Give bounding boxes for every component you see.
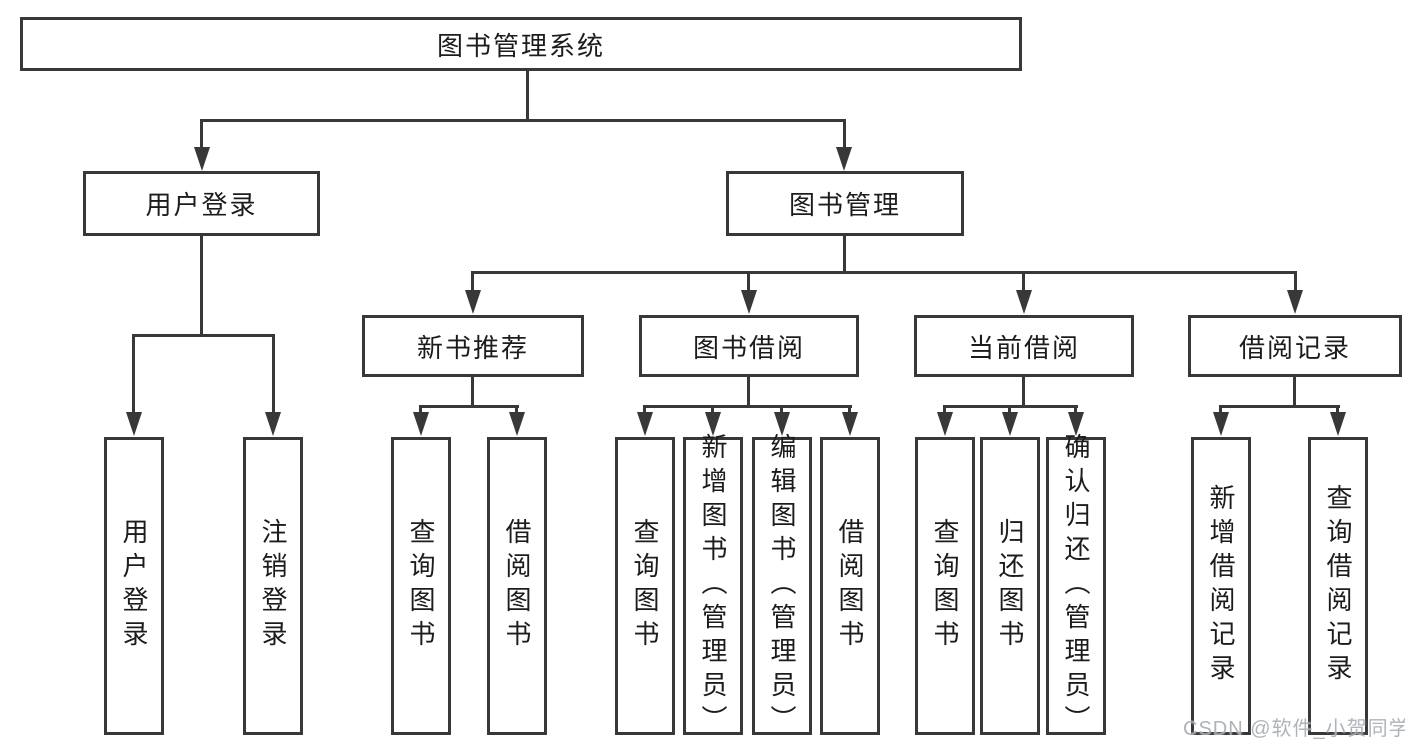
arrow-down-icon: [1016, 290, 1032, 314]
leaf-label: 编辑图书（管理员）: [767, 433, 797, 739]
leaf-label: 借阅图书: [835, 518, 865, 654]
connector-leaf-stub: [1008, 405, 1011, 415]
connector-userlogin-bar: [132, 334, 275, 337]
arrow-down-icon: [1330, 412, 1346, 436]
leaf-label: 查询图书: [630, 518, 660, 654]
leaf-label: 归还图书: [995, 518, 1025, 654]
arrow-down-icon: [465, 290, 481, 314]
node-label: 图书管理系统: [436, 30, 605, 61]
arrow-down-icon: [413, 412, 429, 436]
connector-leaf-stub: [848, 405, 851, 415]
arrow-down-icon: [774, 412, 790, 436]
leaf-user-login: 用户登录: [104, 437, 164, 735]
connector-l3-stem-4: [1293, 377, 1296, 406]
node-label: 图书管理: [788, 190, 901, 220]
arrow-down-icon: [509, 412, 525, 436]
connector-leaf-stub: [711, 405, 714, 415]
leaf-add-book-admin: 新增图书（管理员）: [683, 433, 743, 739]
node-label: 借阅记录: [1238, 332, 1351, 363]
leaf-query-book-recommend: 查询图书: [391, 437, 451, 735]
connector-root-bar: [200, 119, 846, 122]
node-label: 新书推荐: [416, 332, 529, 363]
connector-bookmgmt-stub-3: [1022, 271, 1025, 292]
arrow-down-icon: [637, 412, 653, 436]
arrow-down-icon: [126, 412, 142, 436]
node-book-borrowing: 图书借阅: [639, 315, 859, 377]
leaf-return-book: 归还图书: [980, 437, 1040, 735]
leaf-edit-book-admin: 编辑图书（管理员）: [752, 433, 812, 739]
leaf-label: 查询图书: [930, 518, 960, 654]
node-label: 当前借阅: [967, 332, 1080, 363]
leaf-add-borrow-record: 新增借阅记录: [1191, 437, 1251, 735]
connector-branch2-bar: [643, 405, 852, 408]
leaf-label: 注销登录: [258, 518, 288, 654]
leaf-label: 新增借阅记录: [1206, 484, 1236, 688]
connector-l3-stem-3: [1022, 377, 1025, 406]
node-label: 用户登录: [145, 190, 258, 220]
connector-l3-stem-2: [747, 377, 750, 406]
connector-leaf-stub: [515, 405, 518, 415]
arrow-down-icon: [705, 412, 721, 436]
leaf-query-book-borrowing: 查询图书: [615, 437, 675, 735]
leaf-label: 用户登录: [119, 518, 149, 654]
connector-leaf-stub: [1336, 405, 1339, 415]
connector-userlogin-stub-left: [132, 334, 135, 414]
arrow-down-icon: [937, 412, 953, 436]
connector-leaf-stub: [1074, 405, 1077, 415]
arrow-down-icon: [1002, 412, 1018, 436]
arrow-down-icon: [194, 147, 210, 171]
arrow-down-icon: [842, 412, 858, 436]
leaf-confirm-return-admin: 确认归还（管理员）: [1046, 433, 1106, 739]
arrow-down-icon: [836, 147, 852, 171]
arrow-down-icon: [741, 290, 757, 314]
connector-bookmgmt-stub-1: [471, 271, 474, 292]
node-library-management-system: 图书管理系统: [20, 17, 1022, 71]
connector-root-stub-left: [200, 119, 203, 150]
connector-userlogin-stub-right: [272, 334, 275, 414]
connector-bookmgmt-stub-4: [1294, 271, 1297, 292]
connector-l3-stem-1: [471, 377, 474, 406]
leaf-label: 新增图书（管理员）: [698, 433, 728, 739]
connector-userlogin-stem: [200, 236, 203, 337]
node-borrowing-records: 借阅记录: [1188, 315, 1402, 377]
connector-branch4-bar: [1219, 405, 1340, 408]
node-user-login: 用户登录: [83, 171, 320, 236]
csdn-watermark: CSDN @软件_小贺同学: [1183, 718, 1405, 740]
leaf-borrow-book-recommend: 借阅图书: [487, 437, 547, 735]
leaf-label: 确认归还（管理员）: [1061, 433, 1091, 739]
connector-leaf-stub: [780, 405, 783, 415]
leaf-logout: 注销登录: [243, 437, 303, 735]
connector-branch1-bar: [419, 405, 519, 408]
connector-root-stub-right: [843, 119, 846, 150]
connector-leaf-stub: [943, 405, 946, 415]
leaf-label: 借阅图书: [502, 518, 532, 654]
leaf-label: 查询图书: [406, 518, 436, 654]
leaf-query-book-current: 查询图书: [915, 437, 975, 735]
connector-root-stem: [526, 71, 529, 121]
connector-bookmgmt-stub-2: [747, 271, 750, 292]
connector-leaf-stub: [419, 405, 422, 415]
arrow-down-icon: [1213, 412, 1229, 436]
leaf-borrow-book: 借阅图书: [820, 437, 880, 735]
connector-bookmgmt-stem: [843, 236, 846, 274]
arrow-down-icon: [265, 412, 281, 436]
node-new-book-recommend: 新书推荐: [362, 315, 584, 377]
leaf-query-borrow-record: 查询借阅记录: [1308, 437, 1368, 735]
arrow-down-icon: [1287, 290, 1303, 314]
connector-leaf-stub: [1219, 405, 1222, 415]
connector-leaf-stub: [643, 405, 646, 415]
leaf-label: 查询借阅记录: [1323, 484, 1353, 688]
arrow-down-icon: [1068, 412, 1084, 436]
node-label: 图书借阅: [692, 332, 805, 363]
connector-bookmgmt-bar: [471, 271, 1297, 274]
node-book-management: 图书管理: [726, 171, 964, 236]
node-current-borrowing: 当前借阅: [914, 315, 1134, 377]
